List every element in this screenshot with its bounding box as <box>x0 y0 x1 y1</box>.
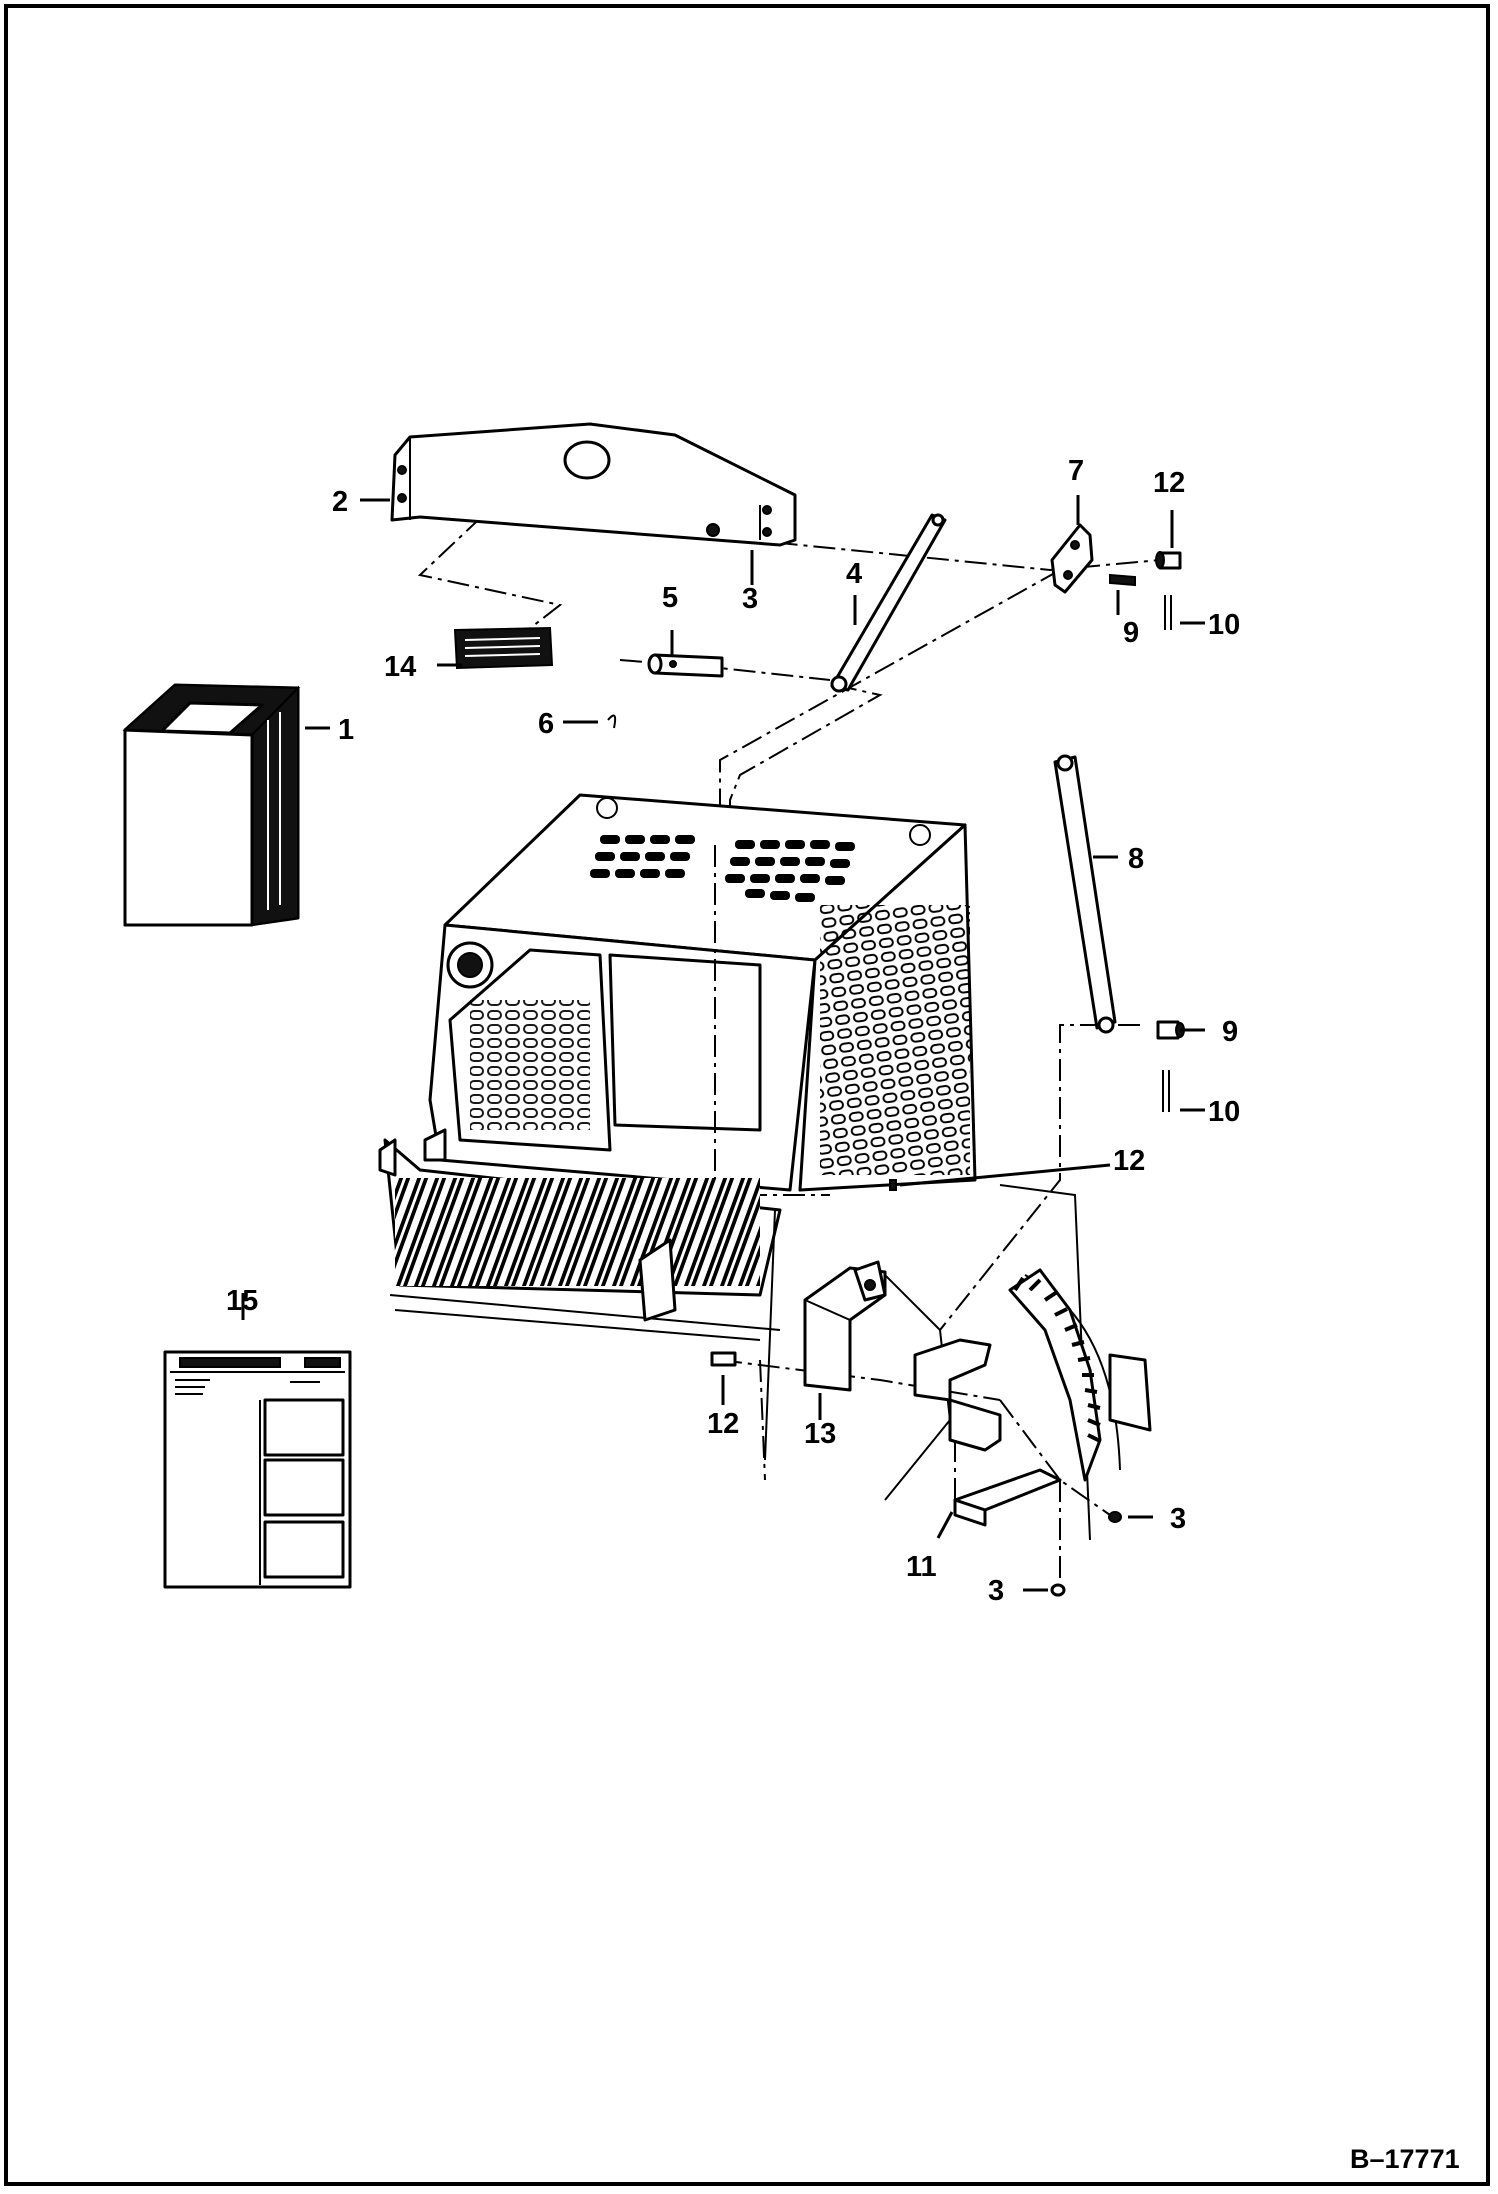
part-12-pin-bottom <box>710 1351 737 1367</box>
callout-3-right: 3 <box>1170 1503 1186 1535</box>
callout-4: 4 <box>846 558 862 590</box>
callout-2: 2 <box>332 486 348 518</box>
part-3-nut-bottom <box>1050 1583 1066 1597</box>
callout-3-bottom: 3 <box>988 1575 1004 1607</box>
part-2-crossbar <box>390 422 797 547</box>
callout-8: 8 <box>1128 843 1144 875</box>
part-11-bracket <box>913 1338 1062 1527</box>
part-10-cotter-top <box>1164 595 1172 630</box>
machine-track <box>378 1128 782 1461</box>
callout-15: 15 <box>226 1285 258 1317</box>
part-7-bracket <box>1050 523 1094 594</box>
callout-6: 6 <box>538 708 554 740</box>
callout-3-top: 3 <box>742 583 758 615</box>
callout-9-top: 9 <box>1123 617 1139 649</box>
drawing-number: B–17771 <box>1350 2144 1460 2174</box>
machine-cab <box>428 793 977 1196</box>
leader-lines <box>241 495 1205 1592</box>
part-13-bracket <box>803 1260 887 1392</box>
callout-14: 14 <box>384 651 416 683</box>
part-8-long-link <box>1053 754 1117 1034</box>
callout-1: 1 <box>338 714 354 746</box>
part-1-box <box>122 683 301 927</box>
part-10-cotter-bottom <box>1162 1070 1170 1112</box>
callout-7: 7 <box>1068 455 1084 487</box>
part-6-clip <box>607 714 617 729</box>
callout-labels: 1 2 3 3 3 4 5 6 7 8 9 9 10 10 11 12 12 1… <box>226 455 1460 2174</box>
machine-wheel <box>879 1184 1152 1541</box>
callout-10-bottom: 10 <box>1208 1096 1240 1128</box>
callout-12-mid: 12 <box>1113 1145 1145 1177</box>
callout-12-top: 12 <box>1153 467 1185 499</box>
part-12-pin-top <box>1155 551 1182 570</box>
page-border <box>4 4 1490 2186</box>
part-15-manual <box>163 1350 352 1589</box>
callout-5: 5 <box>662 582 678 614</box>
part-14-decal <box>453 626 554 670</box>
part-9-bolt-top <box>1109 573 1136 587</box>
callout-13: 13 <box>804 1418 836 1450</box>
callout-12-bottom: 12 <box>707 1408 739 1440</box>
callout-10-top: 10 <box>1208 609 1240 641</box>
callout-11: 11 <box>906 1551 937 1583</box>
callout-9-mid: 9 <box>1222 1016 1238 1048</box>
part-4-link <box>830 513 947 693</box>
part-5-pin <box>647 653 724 678</box>
part-12-pin-mid <box>889 1179 897 1191</box>
part-3-nut-right <box>1108 1511 1122 1523</box>
